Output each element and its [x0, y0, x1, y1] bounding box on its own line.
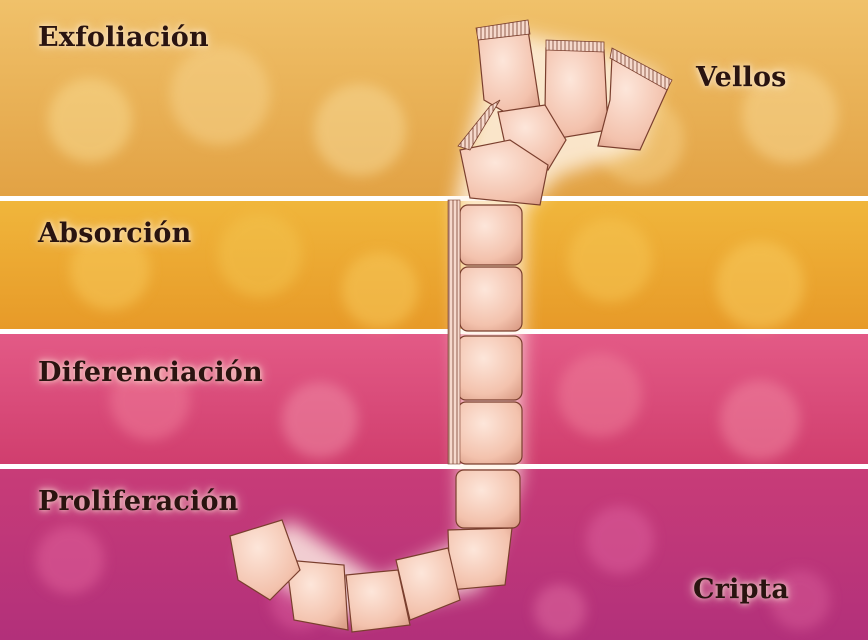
- zone-label-proliferacion: Proliferación: [38, 486, 239, 517]
- divider-3: [0, 464, 868, 469]
- divider-1: [0, 196, 868, 201]
- zone-label-diferenciacion: Diferenciación: [38, 357, 263, 388]
- divider-2: [0, 329, 868, 334]
- zone-label-exfoliacion: Exfoliación: [38, 22, 209, 53]
- villi-label: Vellos: [696, 62, 787, 93]
- zone-label-absorcion: Absorción: [38, 218, 191, 249]
- column-cells: [448, 200, 522, 528]
- crypt-label: Cripta: [693, 574, 789, 605]
